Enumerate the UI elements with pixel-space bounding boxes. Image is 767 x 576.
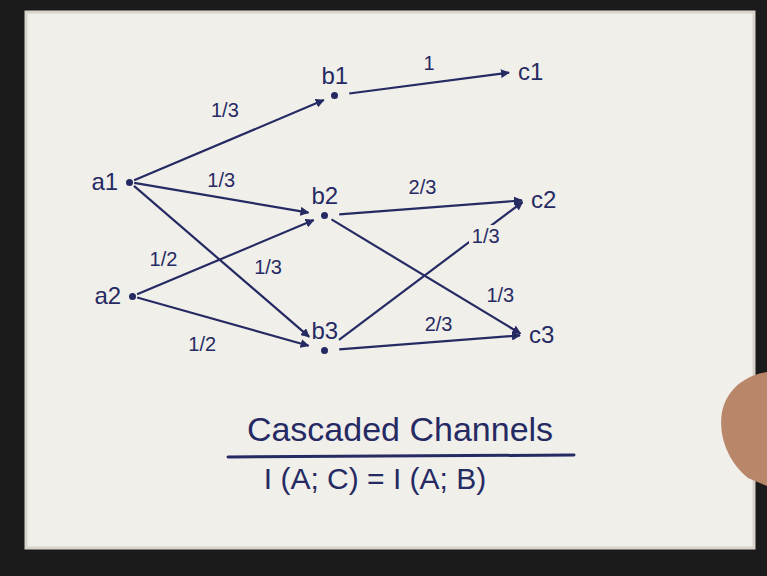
- transition-arrow: [349, 73, 509, 94]
- transition-arrow: [339, 200, 522, 214]
- formula: I (A; C) = I (A; B): [175, 462, 575, 496]
- transition-probability: 2/3: [406, 176, 440, 198]
- transition-probability: 1/3: [204, 169, 238, 191]
- transition-arrow: [137, 220, 314, 294]
- hand: [721, 372, 767, 486]
- intermediate-symbol: b2: [312, 183, 339, 219]
- transition-arrow: [134, 186, 309, 337]
- input-symbol: a2: [95, 283, 137, 309]
- symbol-label: a2: [95, 283, 122, 309]
- symbol-dot: [129, 293, 136, 300]
- intermediate-symbol: b3: [312, 318, 339, 354]
- diagram-title: Cascaded Channels: [200, 410, 600, 449]
- output-symbol: c3: [523, 322, 554, 348]
- transition-probability: 1/3: [469, 225, 503, 247]
- transition-probability: 1: [421, 52, 438, 74]
- title-underline: [228, 455, 574, 457]
- symbol-label: b2: [312, 183, 339, 209]
- symbol-label: a1: [92, 169, 119, 195]
- intermediate-symbol: b1: [322, 63, 349, 99]
- symbol-label: b3: [312, 318, 339, 344]
- transition-probability: 1/2: [147, 248, 181, 270]
- symbol-dot: [321, 347, 328, 354]
- symbol-dot: [321, 212, 328, 219]
- transition-arrow: [339, 335, 520, 349]
- symbol-dot: [126, 179, 133, 186]
- symbol-label: c2: [531, 187, 556, 213]
- paper-edge: [26, 12, 754, 548]
- transition-probability: 1/3: [483, 284, 517, 306]
- transition-arrow: [137, 297, 308, 345]
- symbol-label: b1: [322, 63, 349, 89]
- symbol-dot: [331, 92, 338, 99]
- input-symbol: a1: [92, 169, 134, 195]
- output-symbol: c2: [525, 187, 556, 213]
- paper: [26, 12, 754, 548]
- transition-probability: 2/3: [422, 313, 456, 335]
- symbol-label: c1: [518, 59, 543, 85]
- transition-probability: 1/3: [208, 99, 242, 121]
- transition-probability: 1/2: [185, 333, 219, 355]
- symbol-label: c3: [529, 322, 554, 348]
- output-symbol: c1: [512, 59, 543, 85]
- transition-probability: 1/3: [251, 256, 285, 278]
